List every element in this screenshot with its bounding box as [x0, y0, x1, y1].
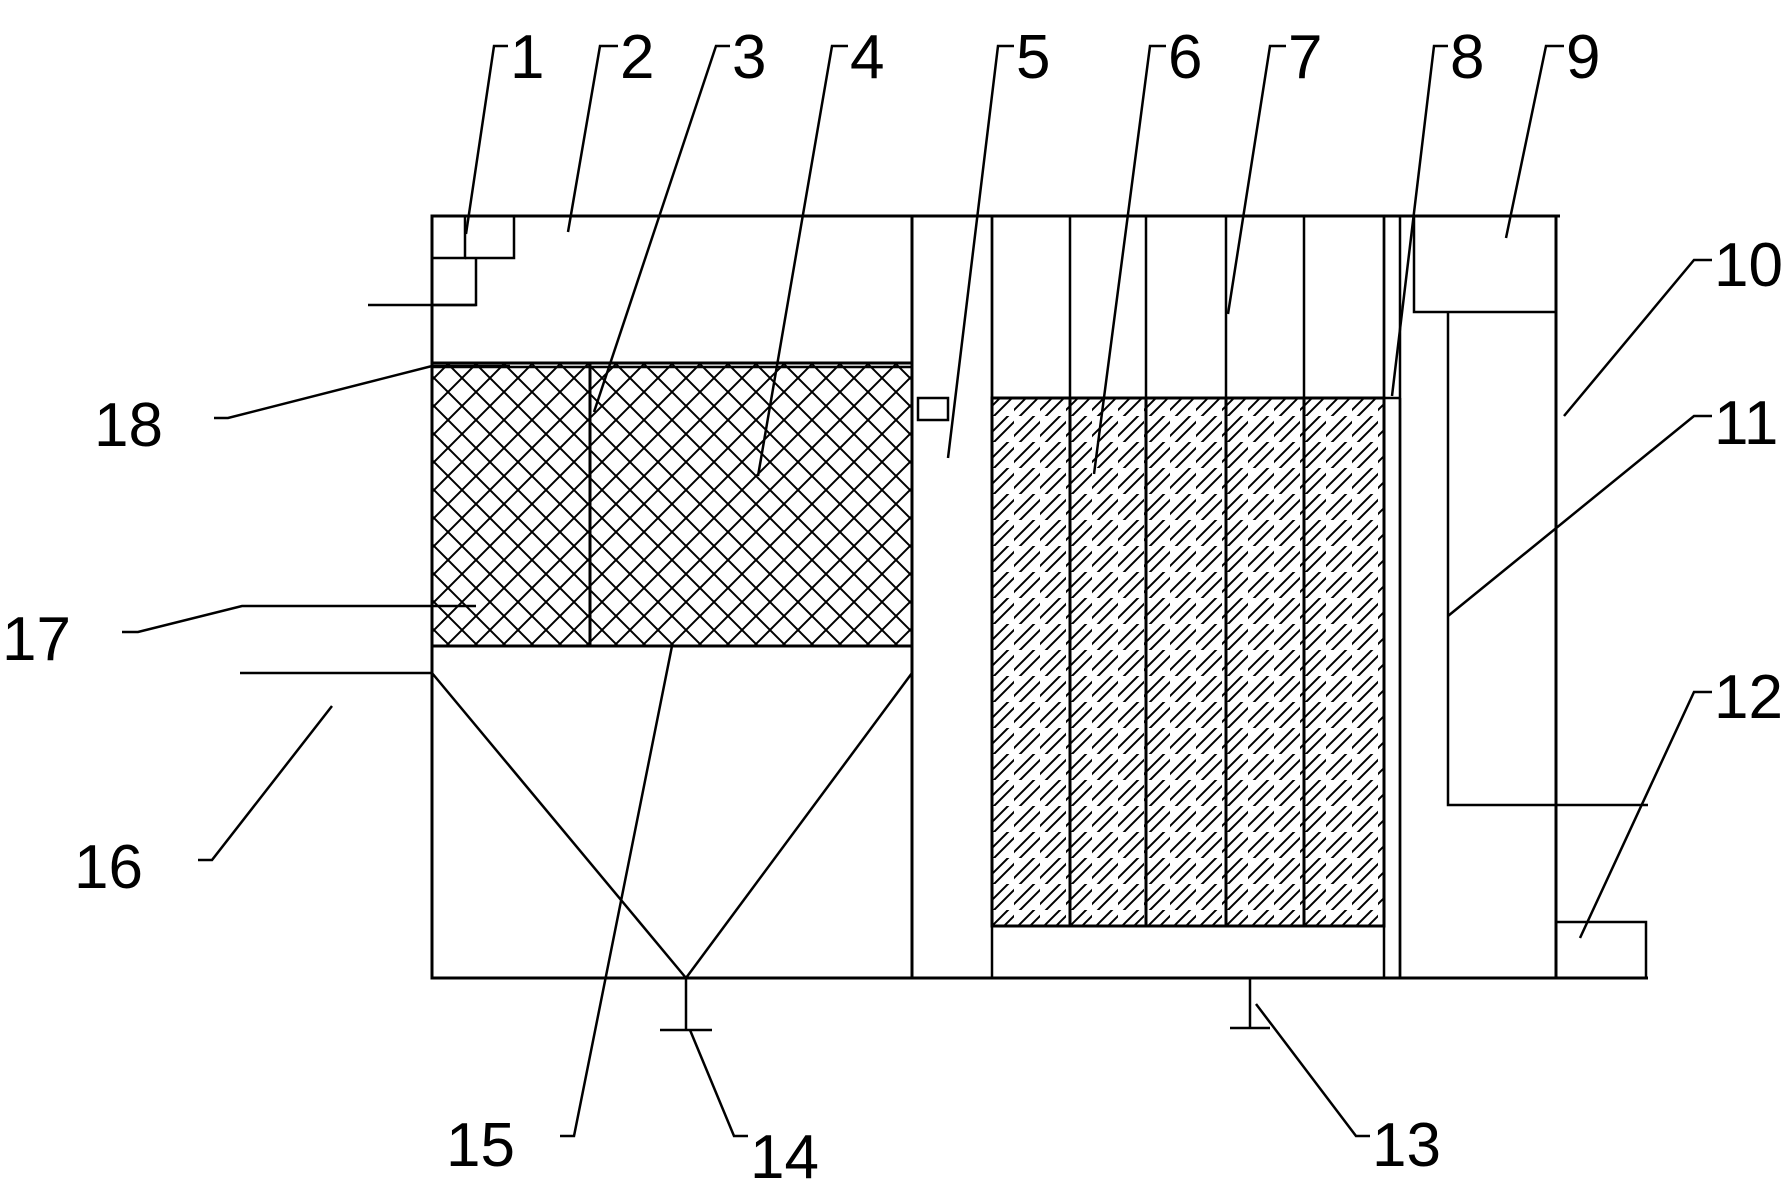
- leader-8: [1390, 44, 1448, 397]
- callout-7: 7: [1288, 23, 1322, 92]
- callout-2: 2: [620, 23, 654, 92]
- callout-3: 3: [732, 23, 766, 92]
- leader-1: [464, 44, 508, 235]
- callout-15: 15: [446, 1111, 515, 1180]
- leader-17: [122, 604, 476, 634]
- leader-2: [566, 44, 618, 233]
- leader-10: [1563, 258, 1712, 417]
- baffle: [1382, 216, 1402, 978]
- leader-7: [1226, 44, 1286, 315]
- plate-pack: [990, 396, 1400, 928]
- outlet-pipe: [1446, 312, 1648, 807]
- filter-media: [432, 361, 912, 648]
- leader-5: [946, 44, 1014, 459]
- leader-18: [214, 364, 510, 420]
- leader-14: [688, 1029, 748, 1138]
- callout-1: 1: [510, 23, 544, 92]
- outlet-chamber: [1398, 214, 1648, 980]
- right-tank: [912, 214, 1648, 1030]
- callout-16: 16: [74, 833, 143, 902]
- callout-14: 14: [750, 1123, 819, 1192]
- callout-5: 5: [1016, 23, 1050, 92]
- callout-4: 4: [850, 23, 884, 92]
- callout-6: 6: [1168, 23, 1202, 92]
- leader-12: [1578, 690, 1712, 939]
- callout-10: 10: [1714, 231, 1783, 300]
- leader-16: [198, 705, 333, 862]
- callout-18: 18: [94, 391, 163, 460]
- callout-labels: 1 2 3 4 5 6 7 8 9 10 11 12 13 14 15 16 1…: [2, 23, 1783, 1192]
- callout-13: 13: [1372, 1111, 1441, 1180]
- callout-9: 9: [1566, 23, 1600, 92]
- callout-11: 11: [1714, 389, 1778, 458]
- leader-3: [592, 44, 730, 413]
- sludge-hopper: [240, 671, 914, 979]
- leader-13: [1255, 1003, 1370, 1138]
- callout-12: 12: [1714, 663, 1783, 732]
- tank-drain: [1230, 978, 1270, 1030]
- outlet-step: [1554, 920, 1648, 980]
- callout-17: 17: [2, 605, 71, 674]
- callout-8: 8: [1450, 23, 1484, 92]
- leader-11: [1447, 414, 1712, 617]
- leader-6: [1092, 44, 1166, 475]
- left-tank: [240, 214, 914, 1032]
- leader-lines: [122, 44, 1712, 1138]
- leader-9: [1504, 44, 1564, 239]
- inlet-steps: [368, 216, 516, 307]
- leader-4: [756, 44, 848, 477]
- sludge-drain: [660, 978, 712, 1032]
- outlet-box: [1412, 214, 1558, 314]
- middle-channel: [910, 214, 994, 980]
- leader-15: [560, 645, 674, 1138]
- overflow-notch: [916, 396, 950, 422]
- plate-rods: [990, 216, 1386, 398]
